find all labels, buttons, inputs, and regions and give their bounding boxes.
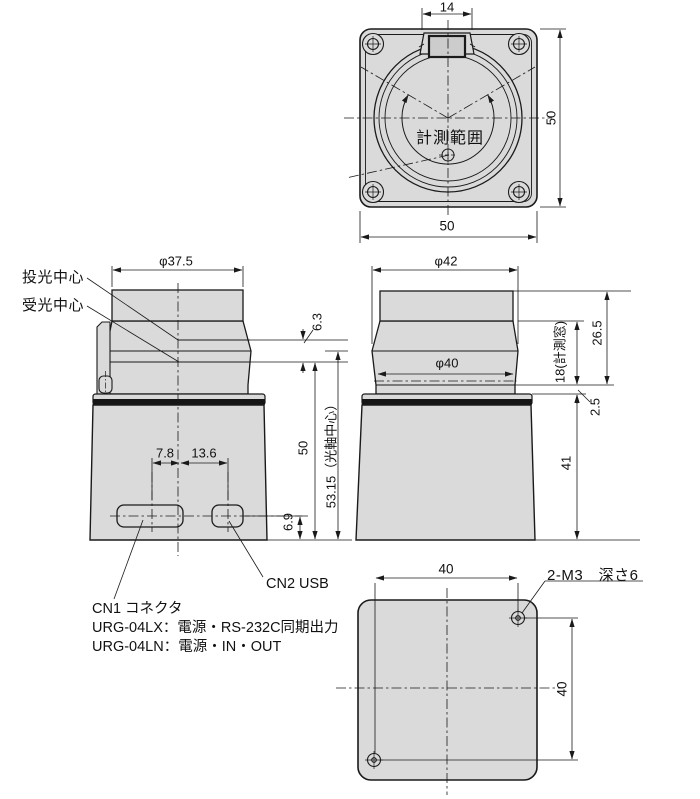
conn-height-dim: 6.9 [280,512,296,532]
top-centerlines [344,20,552,216]
window-dia-dim: φ40 [435,355,459,371]
head-height-dim: 26.5 [589,320,605,346]
top-width-dim: 50 [439,218,455,234]
dim-40-right [381,617,578,761]
hole-pitch-y-dim: 40 [554,681,570,697]
front-view [86,266,352,600]
recv-center-label: 受光中心 [22,297,85,314]
corner-screws [361,32,531,204]
dim-14 [421,8,473,30]
mount-holes-label: 2-M3 深さ6 [547,567,639,584]
dim-63 [300,329,314,373]
leader-recv [86,305,180,363]
top-tab-width-dim: 14 [439,0,455,15]
cn1-ln-label: URG-04LN：電源・IN・OUT [92,639,282,655]
top-dia-dim: φ42 [434,253,458,269]
leader-emit [86,277,179,341]
side-view [355,266,640,541]
mount-holes [365,609,527,769]
emit-center-label: 投光中心 [22,269,85,286]
cn1-offset-dim: 7.8 [155,445,175,461]
dim-25 [574,376,591,404]
dim-50-bottom [359,211,538,243]
cn1-note: CN1 コネクタ URG-04LX：電源・RS-232C同期出力 URG-04L… [92,600,339,657]
scan-range-label: 計測範囲 [415,130,485,147]
window-height-dim: 18(計測窓) [552,320,568,384]
cn2-offset-dim: 13.6 [191,445,217,461]
dim-phi375 [111,266,244,287]
body-height-dim: 41 [558,455,574,471]
dim-phi42 [371,266,519,344]
step-dim: 2.5 [587,397,603,417]
cn1-label: CN1 コネクタ [92,601,183,617]
leader-cn1 [113,519,144,600]
dim-40-top [374,575,519,753]
leader-m3 [521,580,643,614]
recv-height-dim: 50 [295,440,311,456]
cn1-lx-label: URG-04LX：電源・RS-232C同期出力 [92,620,339,636]
emit-recv-gap-dim: 6.3 [309,312,325,332]
top-view [344,8,566,243]
axis-height-dim: 53.15（光軸中心） [323,397,339,509]
leader-cn2 [228,520,264,578]
hole-pitch-x-dim: 40 [438,561,454,577]
dim-50-right [540,28,566,208]
head-dia-dim: φ37.5 [159,253,193,269]
bottom-view [336,575,643,795]
top-height-dim: 50 [543,110,559,126]
dim-78-136 [151,458,229,500]
cn2-label: CN2 USB [266,576,329,592]
